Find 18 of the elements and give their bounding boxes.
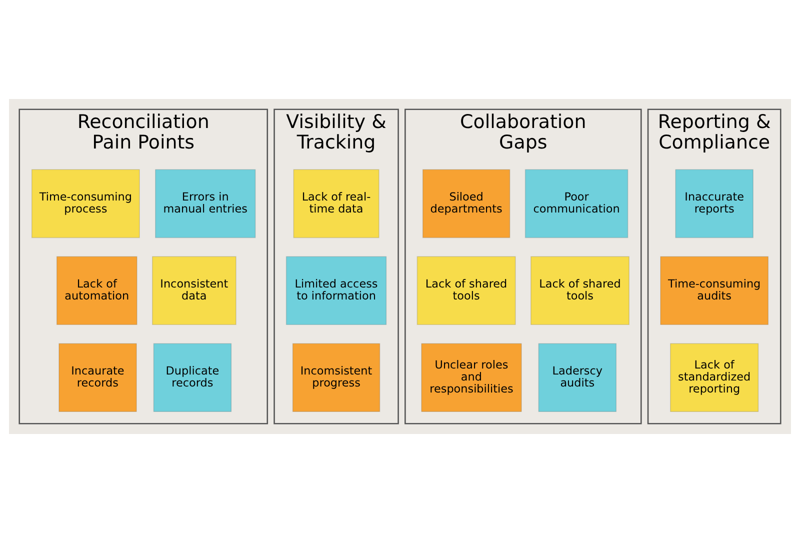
node-box: Laderscy audits bbox=[538, 343, 617, 412]
node-box: Poor communication bbox=[524, 169, 628, 238]
node-box: Lack of shared tools bbox=[416, 256, 516, 326]
node-box: Errors in manual entries bbox=[155, 169, 256, 238]
node-box: Siloed departments bbox=[422, 169, 510, 238]
node-box: Duplicate records bbox=[153, 343, 232, 412]
node-box: Inconsistent data bbox=[152, 256, 236, 326]
node-box: Lack of shared tools bbox=[530, 256, 630, 326]
node-box: Lack of real-time data bbox=[293, 169, 380, 238]
node-box: Incaurate records bbox=[58, 343, 137, 412]
node-box: Limited access to information bbox=[286, 256, 387, 326]
node-box: Time-consuming process bbox=[31, 169, 140, 238]
node-box: Incomsistent progress bbox=[292, 343, 380, 412]
node-box: Lack of automation bbox=[56, 256, 138, 326]
node-box: Time-consuming audits bbox=[660, 256, 769, 326]
node-box: Lack of standardized reporting bbox=[670, 343, 759, 412]
node-box: Unclear roles and responsibilities bbox=[421, 343, 522, 412]
node-box: Inaccurate reports bbox=[675, 169, 754, 238]
